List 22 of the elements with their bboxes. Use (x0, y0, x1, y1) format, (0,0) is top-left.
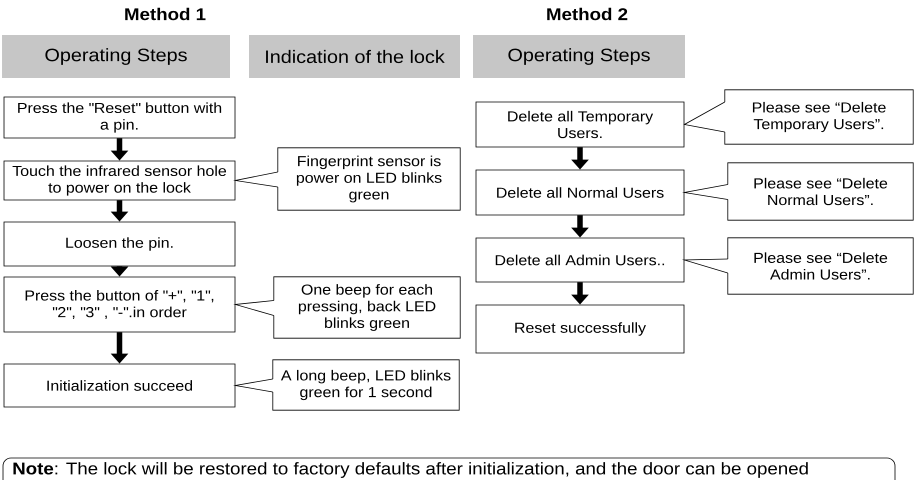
column-heading: Method 1 (125, 8, 206, 20)
callout-box: Fingerprint sensor is power on LED blinks green (277, 147, 461, 211)
note-box: Note: The lock will be restored to factory defaults after initialization, and the door can be opened (2, 458, 896, 480)
header-band: Operating Steps (2, 35, 230, 78)
callout-box: Please see “Delete Admin Users”. (727, 237, 914, 295)
header-band: Operating Steps (473, 35, 685, 78)
callout-pointer (233, 378, 274, 392)
callout-box: A long beep, LED blinks green for 1 second (272, 359, 460, 411)
callout-pointer (233, 300, 274, 316)
header-band: Indication of the lock (249, 35, 460, 78)
step-box: Delete all Temporary Users. (476, 102, 684, 148)
step-box: Delete all Admin Users.. (476, 238, 684, 282)
step-box: Initialization succeed (4, 364, 236, 408)
callout-box: Please see “Delete Temporary Users”. (724, 89, 914, 145)
callout-box: Please see “Delete Normal Users”. (727, 162, 914, 221)
step-box: Press the "Reset" button with a pin. (4, 96, 236, 138)
step-box: Touch the infrared sensor hole to power on the lock (4, 160, 236, 200)
step-box: Delete all Normal Users (476, 170, 684, 216)
step-box: Loosen the pin. (4, 222, 236, 266)
step-box: Reset successfully (476, 304, 684, 354)
callout-box: One beep for each pressing, back LED blinks green (273, 276, 461, 339)
step-box: Press the button of "+", "1", "2", "3" , "-".in order (4, 276, 236, 332)
